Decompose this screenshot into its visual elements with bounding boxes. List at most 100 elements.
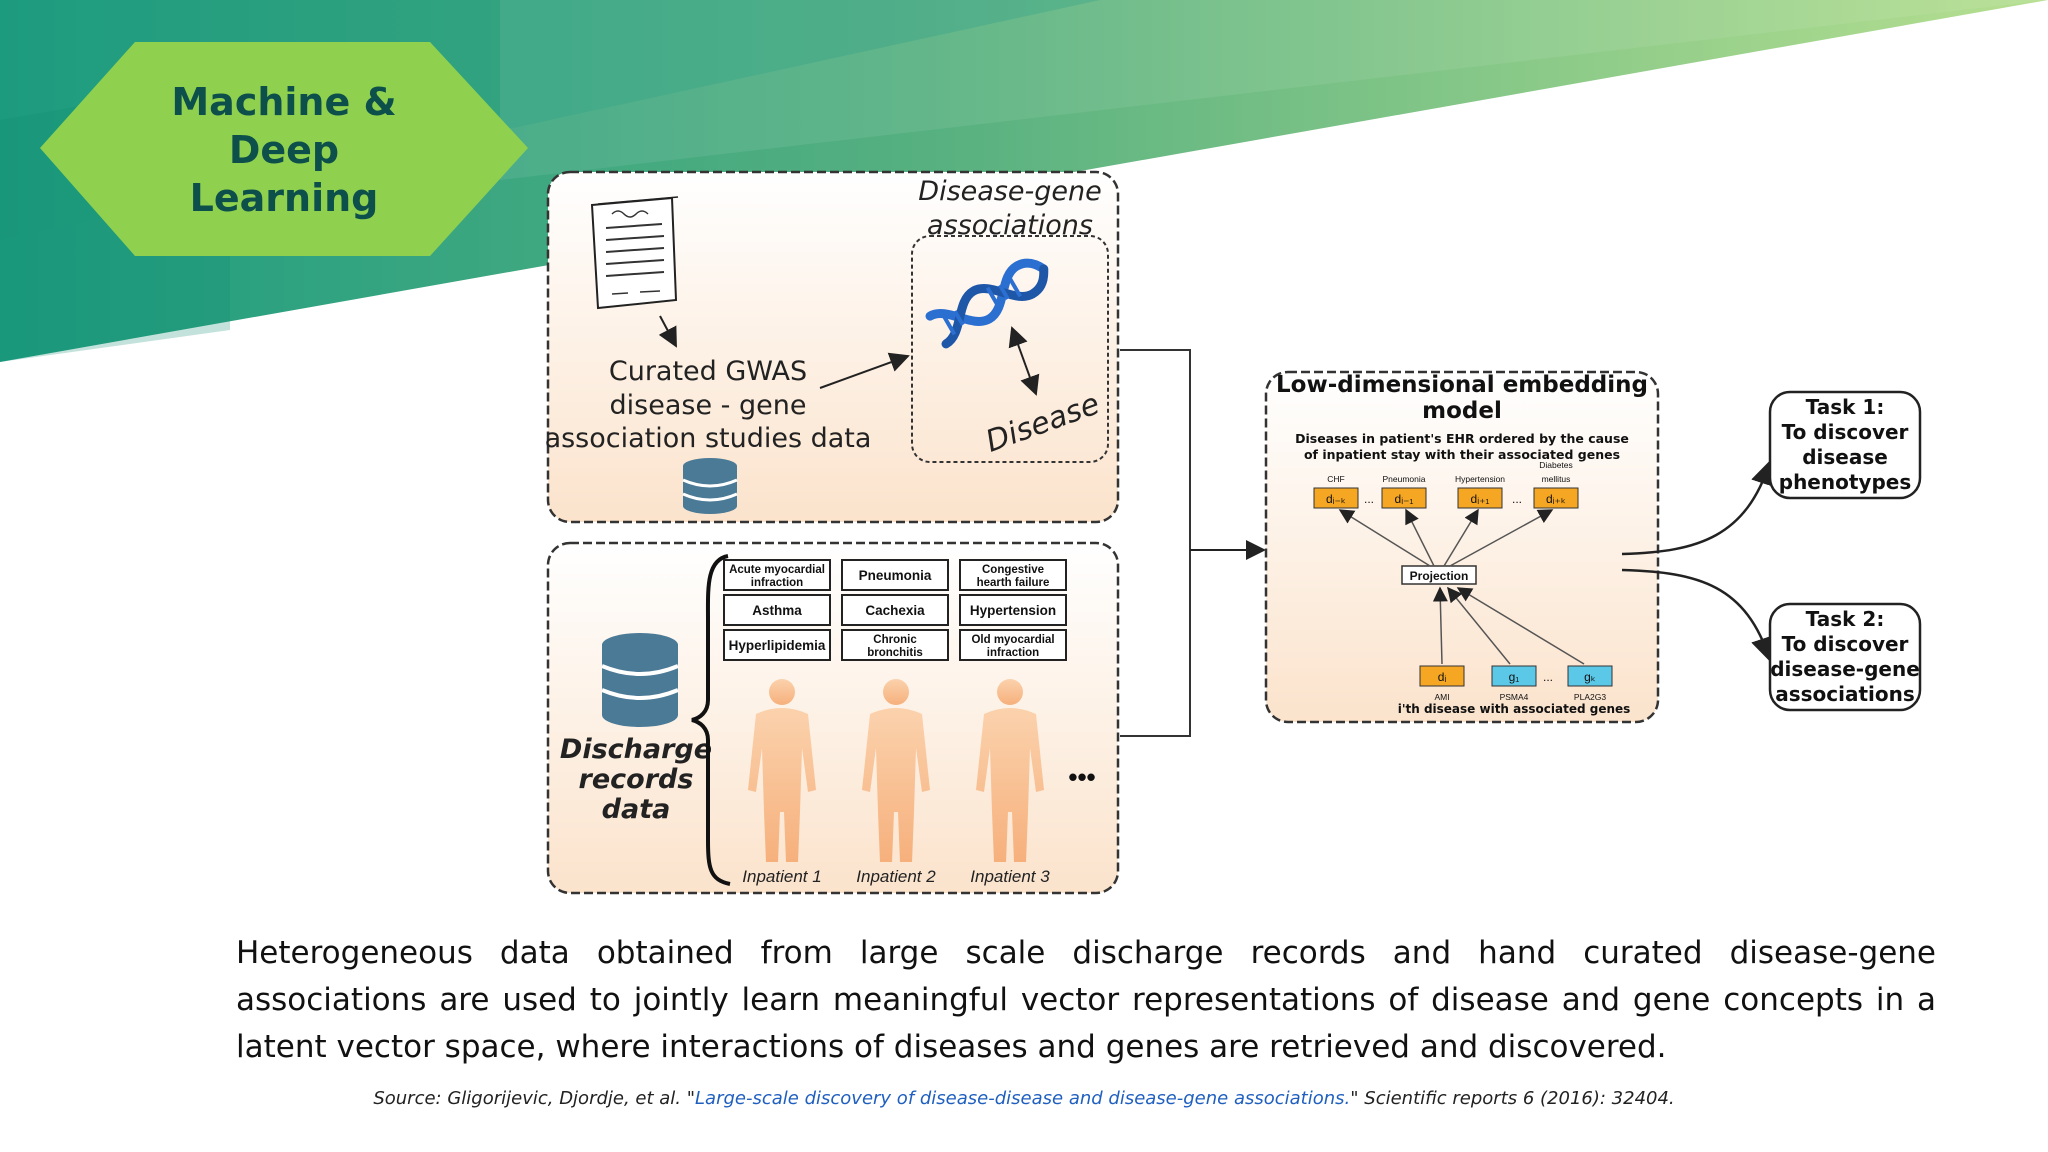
top-ellipsis-2: ... [1512, 492, 1522, 506]
source-prefix: Source: Gligorijevic, Djordje, et al. " [373, 1088, 696, 1109]
patient-figure: Inpatient 2 [856, 679, 936, 886]
svg-text:Cachexia: Cachexia [865, 603, 925, 618]
database-icon-large [601, 633, 679, 727]
top-label-diabetes: Diabetes [1539, 460, 1573, 470]
discharge-label-line-1: Discharge [560, 734, 712, 765]
badge-line-2: Deep [229, 128, 339, 172]
badge-line-1: Machine & [171, 80, 396, 124]
svg-text:dᵢ: dᵢ [1438, 670, 1447, 684]
badge-line-3: Learning [190, 176, 379, 220]
svg-text:g₁: g₁ [1509, 670, 1520, 684]
svg-text:bronchitis: bronchitis [867, 647, 923, 659]
task-1-box: Task 1: To discover disease phenotypes [1768, 390, 1922, 500]
gene-vector-k: gₖ [1567, 665, 1613, 687]
svg-text:Task 2:: Task 2: [1806, 607, 1885, 631]
svg-text:gₖ: gₖ [1584, 670, 1596, 684]
disease-vector-top-4: dᵢ₊ₖ [1533, 487, 1579, 509]
svg-text:Hyperlipidemia: Hyperlipidemia [729, 638, 826, 653]
arrow-to-task-2 [1621, 568, 1775, 663]
svg-text:associations: associations [1775, 682, 1915, 706]
gene-vector-1: g₁ [1491, 665, 1537, 687]
condition-box: Asthma [723, 594, 831, 626]
patient-label: Inpatient 1 [742, 867, 821, 886]
top-label-hypertension: Hypertension [1455, 474, 1505, 484]
source-link[interactable]: Large-scale discovery of disease-disease… [695, 1088, 1351, 1109]
source-citation: Source: Gligorijevic, Djordje, et al. "L… [0, 1088, 2048, 1109]
svg-text:Chronic: Chronic [873, 634, 917, 646]
task-2-box: Task 2: To discover disease-gene associa… [1768, 602, 1922, 712]
svg-text:Asthma: Asthma [752, 603, 802, 618]
patients: Inpatient 1 Inpatient 2 Inpatient 3 [742, 679, 1050, 886]
disease-vector-top-2: dᵢ₋₁ [1381, 487, 1427, 509]
dna-icon [925, 258, 1049, 349]
model-subtitle-line-1: Diseases in patient's EHR ordered by the… [1295, 431, 1629, 446]
gwas-source-line-1: Curated GWAS [609, 356, 807, 387]
svg-text:Old myocardial: Old myocardial [971, 634, 1054, 646]
connectors [1120, 349, 1266, 737]
slide-caption: Heterogeneous data obtained from large s… [236, 935, 1936, 1065]
svg-text:dᵢ₊ₖ: dᵢ₊ₖ [1546, 492, 1566, 506]
bottom-ellipsis: ... [1543, 670, 1553, 684]
gwas-title-line-1: Disease-gene [918, 176, 1101, 207]
model-title-line-2: model [1422, 398, 1502, 424]
document-icon [590, 196, 679, 310]
discharge-label-line-3: data [602, 794, 671, 825]
model-panel: Low-dimensional embedding model Diseases… [1264, 370, 1660, 724]
svg-text:Hypertension: Hypertension [970, 603, 1056, 618]
svg-text:Task 1:: Task 1: [1806, 395, 1885, 419]
topic-badge: Machine & Deep Learning [40, 42, 528, 256]
svg-text:dᵢ₋ₖ: dᵢ₋ₖ [1326, 492, 1346, 506]
model-footer: i'th disease with associated genes [1398, 702, 1631, 716]
condition-box: Cachexia [841, 594, 949, 626]
gwas-panel: Curated GWAS disease - gene association … [545, 170, 1120, 524]
svg-text:Projection: Projection [1410, 569, 1469, 583]
bottom-label-psma4: PSMA4 [1500, 692, 1529, 702]
svg-text:Pneumonia: Pneumonia [859, 568, 932, 583]
disease-vector-top-3: dᵢ₊₁ [1457, 487, 1503, 509]
condition-box: Pneumonia [841, 559, 949, 591]
patient-label: Inpatient 3 [970, 867, 1050, 886]
arrow-to-task-1 [1621, 459, 1775, 556]
disease-vector-top-1: dᵢ₋ₖ [1313, 487, 1359, 509]
svg-text:Acute myocardial: Acute myocardial [729, 564, 825, 576]
bottom-label-pla2g3: PLA2G3 [1574, 692, 1606, 702]
model-subtitle-line-2: of inpatient stay with their associated … [1304, 447, 1620, 462]
top-ellipsis-1: ... [1364, 492, 1374, 506]
svg-text:phenotypes: phenotypes [1779, 470, 1911, 494]
svg-text:dᵢ₋₁: dᵢ₋₁ [1395, 492, 1414, 506]
source-suffix: " Scientific reports 6 (2016): 32404. [1350, 1088, 1675, 1109]
grouping-brace [691, 554, 731, 886]
gwas-source-line-2: disease - gene [610, 390, 807, 421]
patient-label: Inpatient 2 [856, 867, 936, 886]
svg-text:To discover: To discover [1782, 632, 1909, 656]
patient-figure: Inpatient 1 [742, 679, 822, 886]
projection-box: Projection [1401, 565, 1477, 585]
disease-gene-diagram: Curated GWAS disease - gene association … [545, 170, 1922, 895]
svg-text:hearth failure: hearth failure [977, 577, 1050, 589]
disease-vector-input: dᵢ [1419, 665, 1465, 687]
top-label-chf: CHF [1327, 474, 1344, 484]
svg-text:disease-gene: disease-gene [1770, 657, 1920, 681]
svg-text:To discover: To discover [1782, 420, 1909, 444]
bottom-label-ami: AMI [1434, 692, 1449, 702]
svg-text:Congestive: Congestive [982, 564, 1044, 576]
top-label-mellitus: mellitus [1542, 474, 1571, 484]
database-icon-small [682, 458, 738, 514]
discharge-panel: Discharge records data Acute myocardiali… [546, 541, 1120, 895]
svg-text:infraction: infraction [987, 647, 1039, 659]
svg-text:disease: disease [1802, 445, 1888, 469]
svg-text:infraction: infraction [751, 577, 803, 589]
gwas-title-line-2: associations [927, 210, 1093, 241]
more-patients: ••• [1068, 762, 1095, 792]
model-title-line-1: Low-dimensional embedding [1276, 372, 1648, 398]
condition-box: Hyperlipidemia [723, 629, 831, 661]
gwas-source-line-3: association studies data [545, 423, 872, 454]
top-label-pneumonia: Pneumonia [1382, 474, 1425, 484]
condition-box: Hypertension [959, 594, 1067, 626]
